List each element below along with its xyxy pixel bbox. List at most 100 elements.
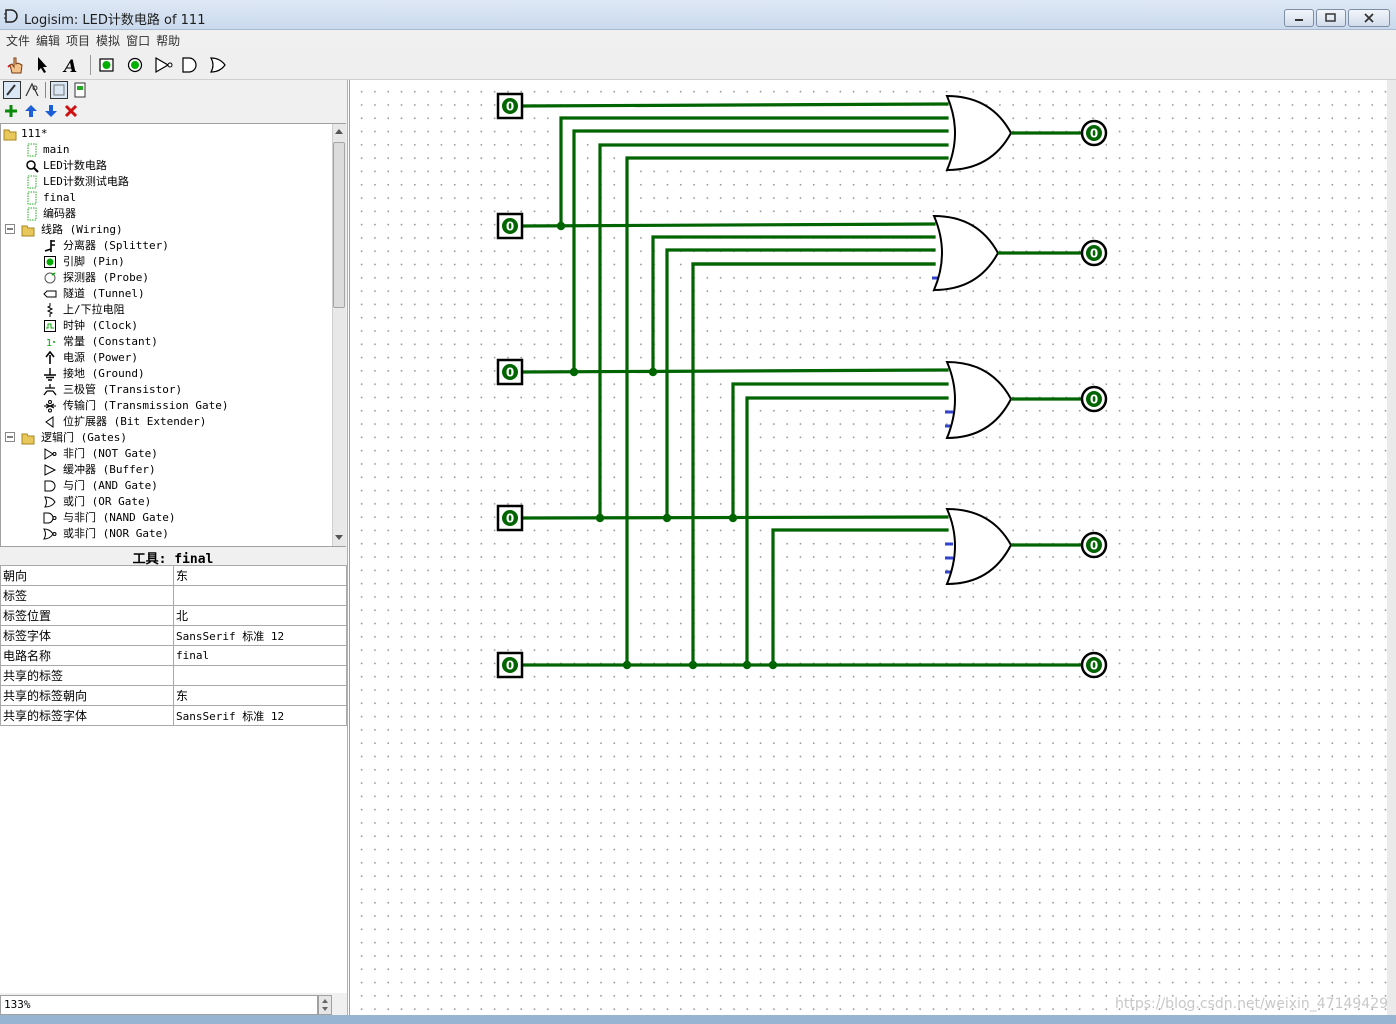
menu-edit[interactable]: 编辑 (36, 34, 61, 48)
toolbox-view-icon[interactable] (50, 81, 68, 99)
wire (665, 248, 936, 520)
attr-value[interactable]: 东 (173, 685, 347, 706)
tree-circuit-label: final (43, 191, 77, 204)
attr-key: 共享的标签 (0, 665, 174, 686)
wire (519, 102, 949, 108)
unconnected-pin (945, 570, 953, 574)
tree-item-constant[interactable]: 1 常量 (Constant) (41, 334, 331, 350)
menu-window[interactable]: 窗口 (126, 34, 151, 48)
tree-item-nor-gate[interactable]: 或非门 (NOR Gate) (41, 526, 331, 542)
tree-item-label: 隧道 (Tunnel) (63, 287, 145, 300)
tree-item-bit-extender[interactable]: 位扩展器 (Bit Extender) (41, 414, 331, 430)
and-gate-icon[interactable] (180, 55, 200, 75)
table-row[interactable]: 共享的标签朝向东 (0, 685, 347, 706)
tree-folder-gates[interactable]: 逻辑门 (Gates) (5, 430, 325, 446)
scroll-down-icon[interactable] (334, 534, 344, 542)
wire (731, 382, 949, 520)
text-tool-icon[interactable]: A (61, 55, 81, 75)
menu-simulate[interactable]: 模拟 (96, 34, 121, 48)
table-row[interactable]: 标签 (0, 585, 347, 606)
tree-circuit-main[interactable]: main (23, 142, 323, 158)
tree-circuit-led-counter[interactable]: LED计数电路 (23, 158, 323, 174)
menu-project[interactable]: 项目 (66, 34, 91, 48)
tree-item-transistor[interactable]: 三极管 (Transistor) (41, 382, 331, 398)
output-pin-icon[interactable] (125, 55, 145, 75)
tree-item-pin[interactable]: 引脚 (Pin) (41, 254, 331, 270)
delete-circuit-icon[interactable] (64, 104, 78, 118)
input-pin-icon[interactable] (97, 55, 117, 75)
tree-item-clock[interactable]: 时钟 (Clock) (41, 318, 331, 334)
taskbar (0, 1015, 1396, 1024)
table-row[interactable]: 共享的标签 (0, 665, 347, 686)
scroll-up-icon[interactable] (334, 127, 344, 135)
attr-value[interactable]: 北 (173, 605, 347, 626)
tree-folder-label: 线路 (Wiring) (41, 223, 123, 236)
collapse-icon[interactable] (5, 432, 15, 442)
toolbar-separator (45, 82, 46, 98)
not-gate-icon[interactable] (153, 55, 173, 75)
attr-key: 朝向 (0, 565, 174, 586)
attr-value[interactable]: 东 (173, 565, 347, 586)
tree-folder-label: 逻辑门 (Gates) (41, 431, 127, 444)
tree-item-pull-resistor[interactable]: 上/下拉电阻 (41, 302, 331, 318)
attr-value[interactable]: final (173, 645, 347, 666)
attr-key: 共享的标签朝向 (0, 685, 174, 706)
tree-item-label: 电源 (Power) (63, 351, 138, 364)
tree-item-label: 与门 (AND Gate) (63, 479, 158, 492)
tree-item-label: 非门 (NOT Gate) (63, 447, 158, 460)
tree-circuit-label: LED计数电路 (43, 159, 107, 172)
table-row[interactable]: 标签位置北 (0, 605, 347, 626)
tree-item-splitter[interactable]: 分离器 (Splitter) (41, 238, 331, 254)
zoom-field[interactable]: 133% (0, 995, 318, 1015)
tree-item-transmission-gate[interactable]: 传输门 (Transmission Gate) (41, 398, 331, 414)
tree-root[interactable]: 111* (3, 126, 323, 142)
tree-scroll-thumb[interactable] (333, 142, 345, 308)
attr-value[interactable]: SansSerif 标准 12 (173, 625, 347, 646)
menu-help[interactable]: 帮助 (156, 34, 181, 48)
attr-value[interactable]: SansSerif 标准 12 (173, 705, 347, 726)
select-arrow-icon[interactable] (33, 55, 53, 75)
add-circuit-icon[interactable] (4, 104, 18, 118)
input-pin-value: 0 (506, 100, 514, 114)
input-pin-led (502, 98, 518, 114)
attr-value[interactable] (173, 585, 347, 606)
move-up-icon[interactable] (24, 104, 38, 118)
attr-value[interactable] (173, 665, 347, 686)
tree-item-buffer[interactable]: 缓冲器 (Buffer) (41, 462, 331, 478)
poke-hand-icon[interactable] (6, 55, 26, 75)
minimize-button[interactable] (1284, 9, 1314, 27)
tree-circuit-label: main (43, 143, 70, 156)
tree-circuit-encoder[interactable]: 编码器 (23, 206, 323, 222)
tree-item-and-gate[interactable]: 与门 (AND Gate) (41, 478, 331, 494)
output-pin-led (1086, 537, 1102, 553)
table-row[interactable]: 朝向东 (0, 565, 347, 586)
tree-item-label: 常量 (Constant) (63, 335, 158, 348)
edit-appearance-icon[interactable] (24, 82, 40, 98)
or-gate-icon[interactable] (208, 55, 228, 75)
collapse-icon[interactable] (5, 224, 15, 234)
zoom-spinner[interactable] (318, 995, 332, 1015)
tree-circuit-led-test[interactable]: LED计数测试电路 (23, 174, 323, 190)
edit-circuit-icon[interactable] (3, 81, 21, 99)
tree-item-ground[interactable]: 接地 (Ground) (41, 366, 331, 382)
move-down-icon[interactable] (44, 104, 58, 118)
close-button[interactable] (1348, 9, 1390, 27)
menu-file[interactable]: 文件 (6, 34, 31, 48)
input-pin-value: 0 (506, 512, 514, 526)
tree-item-or-gate[interactable]: 或门 (OR Gate) (41, 494, 331, 510)
wire-junction (742, 660, 752, 670)
tree-item-not-gate[interactable]: 非门 (NOT Gate) (41, 446, 331, 462)
bit-extender-icon (45, 416, 54, 428)
tree-item-power[interactable]: 电源 (Power) (41, 350, 331, 366)
tree-circuit-final[interactable]: final (23, 190, 323, 206)
simulation-view-icon[interactable] (72, 82, 88, 98)
tree-item-tunnel[interactable]: 隧道 (Tunnel) (41, 286, 331, 302)
canvas-scrollbar[interactable] (1387, 80, 1396, 1015)
tree-item-probe[interactable]: 探测器 (Probe) (41, 270, 331, 286)
maximize-button[interactable] (1316, 9, 1346, 27)
tree-folder-wiring[interactable]: 线路 (Wiring) (5, 222, 325, 238)
tree-item-nand-gate[interactable]: 与非门 (NAND Gate) (41, 510, 331, 526)
